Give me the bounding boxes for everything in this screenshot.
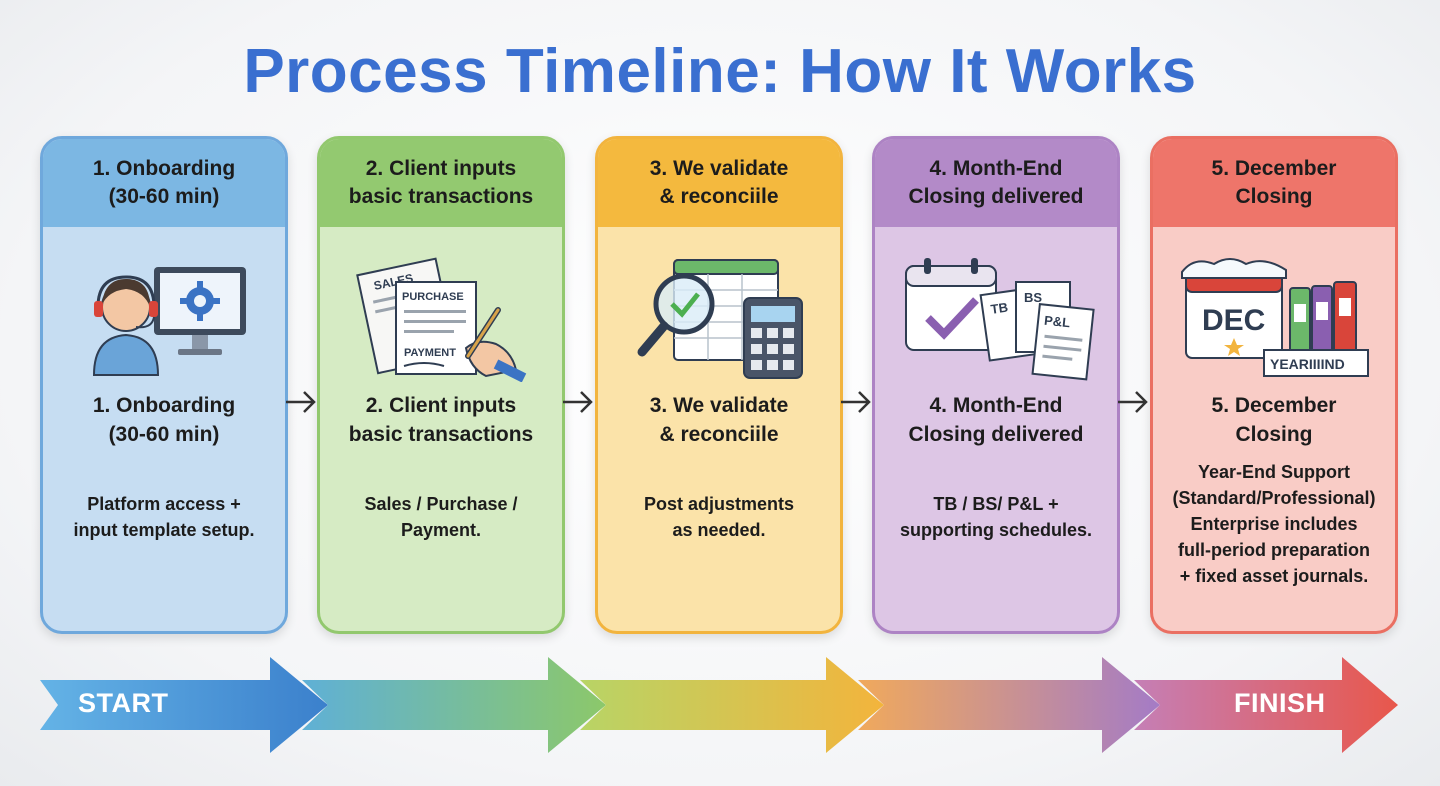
- calendar-reports-icon: TB BS P&L: [875, 247, 1117, 387]
- step-card-validate: 3. We validate & reconciile 3. We valida…: [595, 136, 843, 634]
- arrow-right-icon: [563, 391, 593, 413]
- step-description: Sales / Purchase / Payment.: [364, 494, 518, 540]
- icon-label-yearend: YEARIIIIND: [1270, 356, 1345, 372]
- step-title: 5. December Closing: [1211, 394, 1337, 446]
- step-header: 1. Onboarding (30-60 min): [43, 139, 285, 227]
- step-card-december: 5. December Closing DEC YEARIIIIND 5. De…: [1150, 136, 1398, 634]
- timeline-arrow: [40, 657, 1398, 753]
- icon-label-tb: TB: [990, 300, 1009, 317]
- step-title: 2. Client inputs basic transactions: [348, 394, 534, 446]
- magnifier-spreadsheet-calculator-icon: [598, 247, 840, 387]
- december-calendar-binders-icon: DEC YEARIIIIND: [1153, 247, 1395, 387]
- arrow-right-icon: [286, 391, 316, 413]
- icon-label-dec: DEC: [1202, 304, 1265, 337]
- step-header: 4. Month-End Closing delivered: [875, 139, 1117, 227]
- icon-label-payment: PAYMENT: [404, 347, 456, 359]
- step-description: Year-End Support (Standard/Professional)…: [1172, 462, 1376, 586]
- step-card-onboarding: 1. Onboarding (30-60 min) 1. Onboarding …: [40, 136, 288, 634]
- arrow-right-icon: [1118, 391, 1148, 413]
- arrow-right-icon: [841, 391, 871, 413]
- step-card-month-end: 4. Month-End Closing delivered TB BS P&L…: [872, 136, 1120, 634]
- step-description: TB / BS/ P&L + supporting schedules.: [899, 494, 1093, 540]
- icon-label-purchase: PURCHASE: [402, 291, 464, 303]
- icon-label-bs: BS: [1024, 290, 1042, 305]
- step-title: 4. Month-End Closing delivered: [908, 394, 1084, 446]
- start-label: START: [78, 688, 169, 718]
- page-title: Process Timeline: How It Works: [243, 37, 1197, 106]
- timeline-segment-1: [40, 657, 328, 753]
- step-header: 3. We validate & reconciile: [598, 139, 840, 227]
- documents-signing-icon: SALES PURCHASE PAYMENT: [320, 247, 562, 387]
- step-description: Platform access + input template setup.: [73, 494, 255, 540]
- timeline-segment-5: [1134, 657, 1398, 753]
- finish-label: FINISH: [1234, 688, 1326, 718]
- step-header: 2. Client inputs basic transactions: [320, 139, 562, 227]
- step-card-client-inputs: 2. Client inputs basic transactions SALE…: [317, 136, 565, 634]
- step-title: 3. We validate & reconciile: [649, 394, 789, 446]
- support-agent-computer-icon: [43, 247, 285, 387]
- step-title: 1. Onboarding (30-60 min): [92, 394, 236, 446]
- timeline-segment-3: [580, 657, 884, 753]
- timeline-segment-4: [858, 657, 1160, 753]
- step-header: 5. December Closing: [1153, 139, 1395, 227]
- step-description: Post adjustments as needed.: [643, 494, 795, 540]
- timeline-segment-2: [302, 657, 606, 753]
- icon-label-pl: P&L: [1043, 313, 1070, 331]
